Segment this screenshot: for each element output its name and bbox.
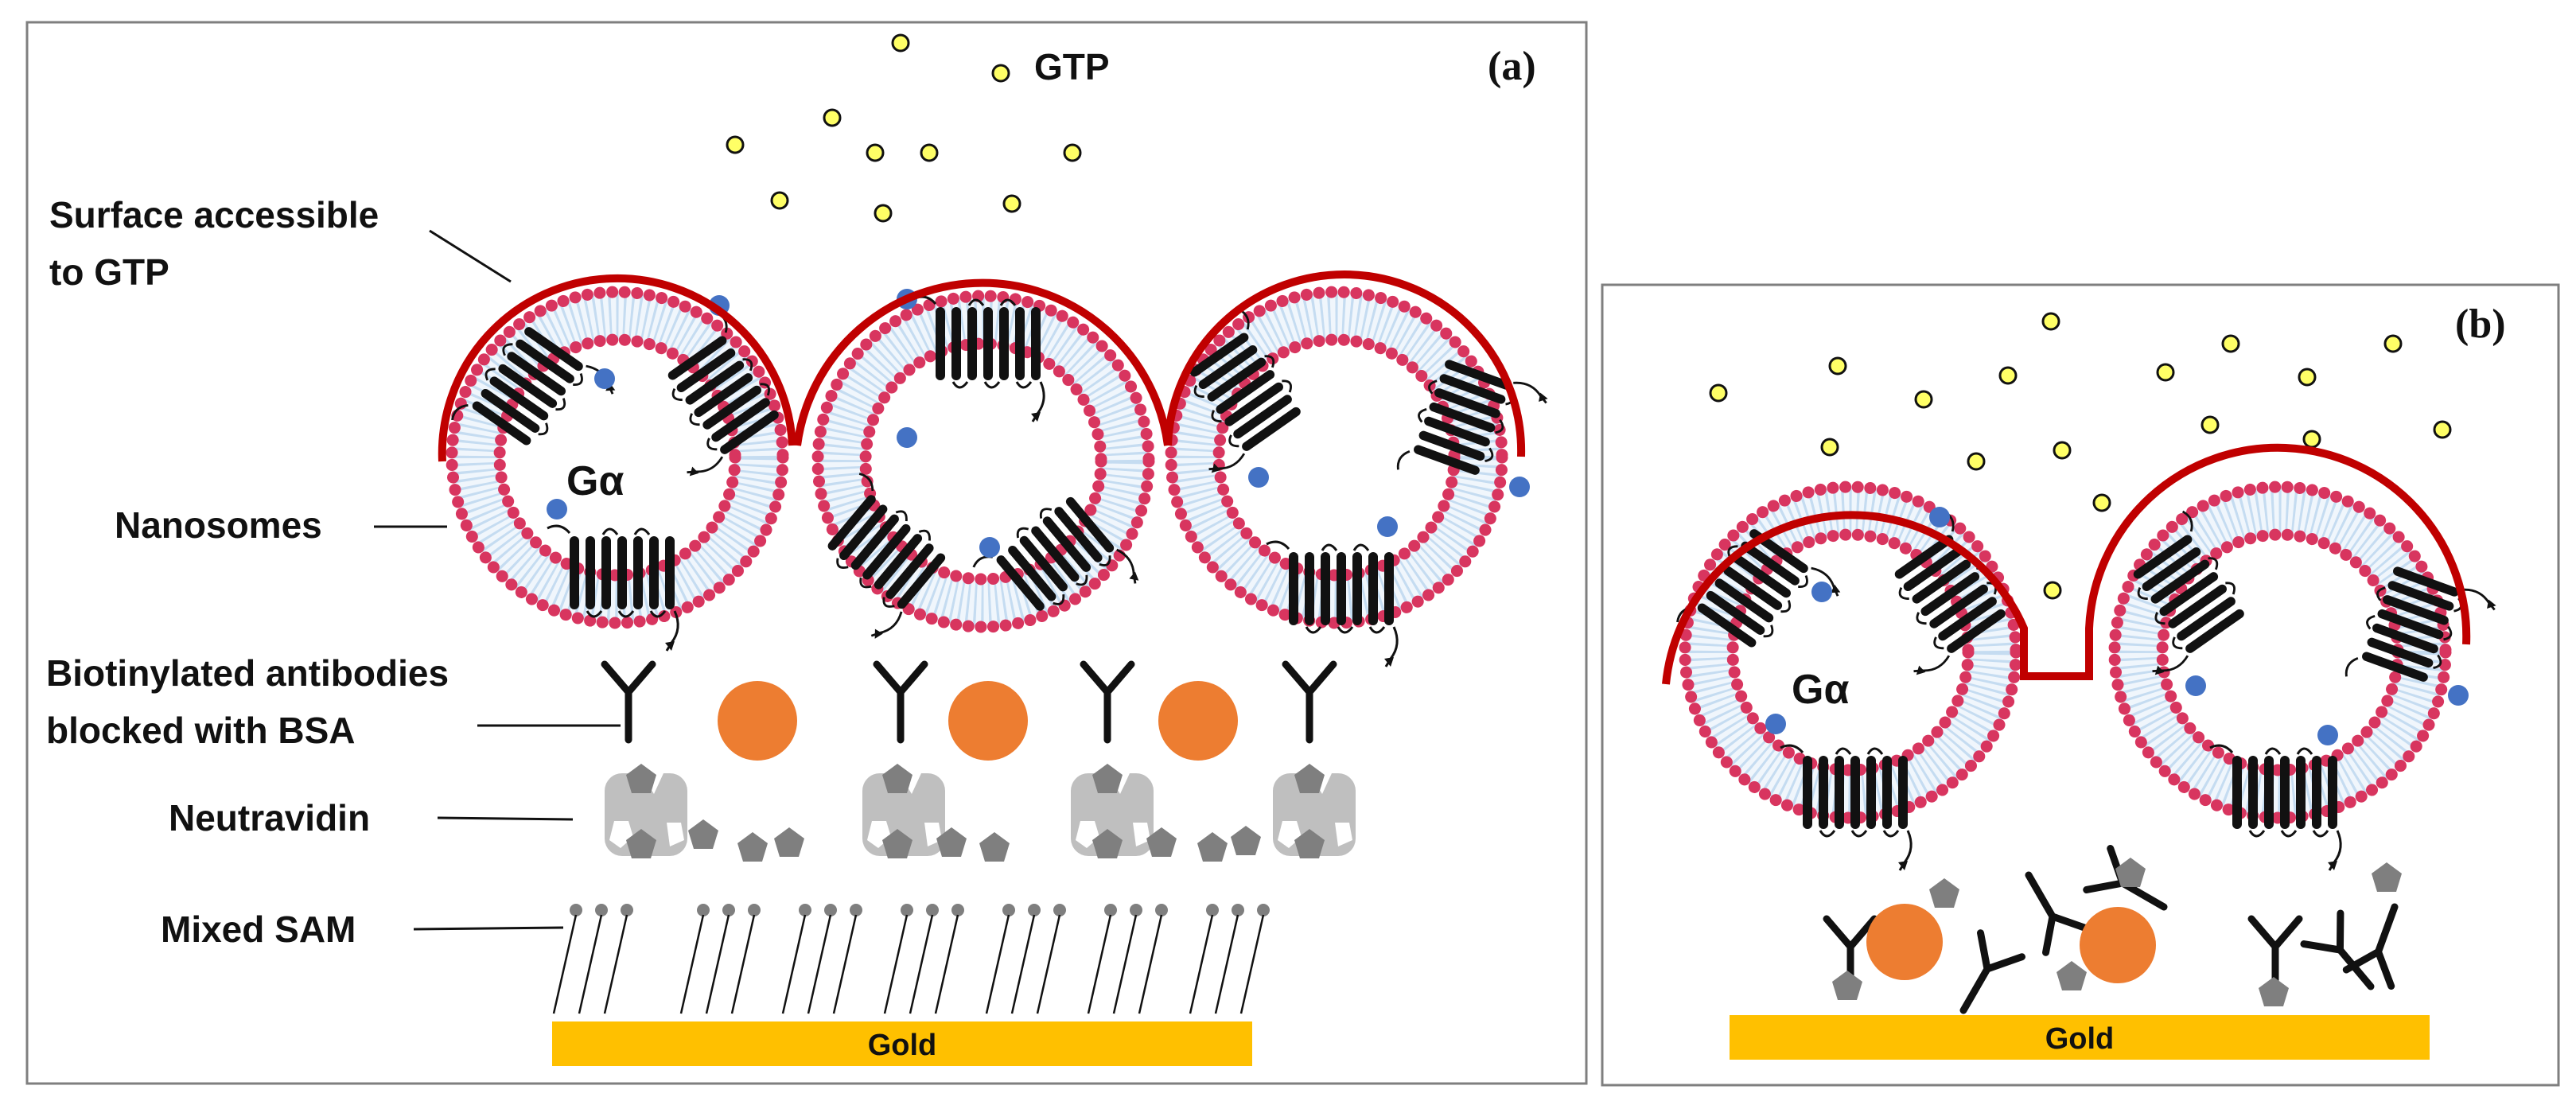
gtp-molecules [726,33,1082,223]
bsa-spheres [718,681,1238,761]
nanosome-left: Gα [438,274,796,652]
bsa-spheres-b [1866,904,2156,983]
gtp-molecule-dot [823,108,842,127]
bsa-sphere [1866,904,1943,980]
panel-a-letter: (a) [1488,44,1536,89]
galpha-dot [1248,467,1269,488]
surface-accessible-arc [1164,270,1526,457]
surface-accessible-arc [793,278,1172,446]
panel-b: (b) Gα [1601,283,2560,1087]
gtp-molecule-dot [770,191,789,210]
nanosome-left-b: Gα [1675,487,2017,872]
panel-b-letter: (b) [2455,302,2506,347]
gold-substrate [552,1021,1252,1066]
bsa-sphere [1158,681,1238,761]
galpha-dot [1509,477,1530,497]
galpha-dot [547,499,567,519]
galpha-label: Gα [566,458,624,504]
bsa-sphere [2080,907,2156,983]
nanosome-middle [783,278,1172,658]
gtp-molecule-dot [874,204,893,223]
sam-leader-line [413,926,564,931]
galpha-label-b: Gα [1792,667,1849,713]
nanosome-right [1142,270,1551,668]
gold-label-b: Gold [2045,1022,2115,1056]
gtp-molecule-dot [866,143,885,162]
galpha-dot [979,537,1000,558]
antibodies-label-line2: blocked with BSA [46,710,355,751]
surface-leader-line [429,229,512,283]
nanosomes-label: Nanosomes [115,504,322,546]
bsa-sphere [718,681,797,761]
surface-accessible-arc [1662,443,2471,685]
bsa-sphere [948,681,1028,761]
antibodies-label-line1: Biotinylated antibodies [46,652,449,694]
gtp-molecule-dot [1002,194,1021,213]
surface-accessible-arc [438,274,796,462]
panel-a: (a) GTP Surface accessible to GTP Nanoso… [25,21,1588,1085]
gold-label: Gold [868,1029,937,1062]
neutravidin-label: Neutravidin [169,797,370,839]
gtp-molecules [1709,312,2452,600]
galpha-dot [897,427,917,448]
surface-label-line2: to GTP [49,251,169,293]
neutravidin-leader-line [437,816,574,821]
gtp-molecule-dot [1063,143,1082,162]
sam-label: Mixed SAM [161,909,356,950]
surface-label-line1: Surface accessible [49,194,379,235]
galpha-dot [594,368,615,389]
gold-substrate-b [1730,1015,2430,1060]
gtp-molecule-dot [726,135,745,154]
gtp-molecule-dot [991,64,1010,83]
gtp-molecule-dot [891,33,910,53]
gtp-label: GTP [1034,46,1110,88]
gtp-molecule-dot [920,143,939,162]
nanosome-right-b [2086,487,2500,872]
galpha-dot [1377,516,1398,537]
